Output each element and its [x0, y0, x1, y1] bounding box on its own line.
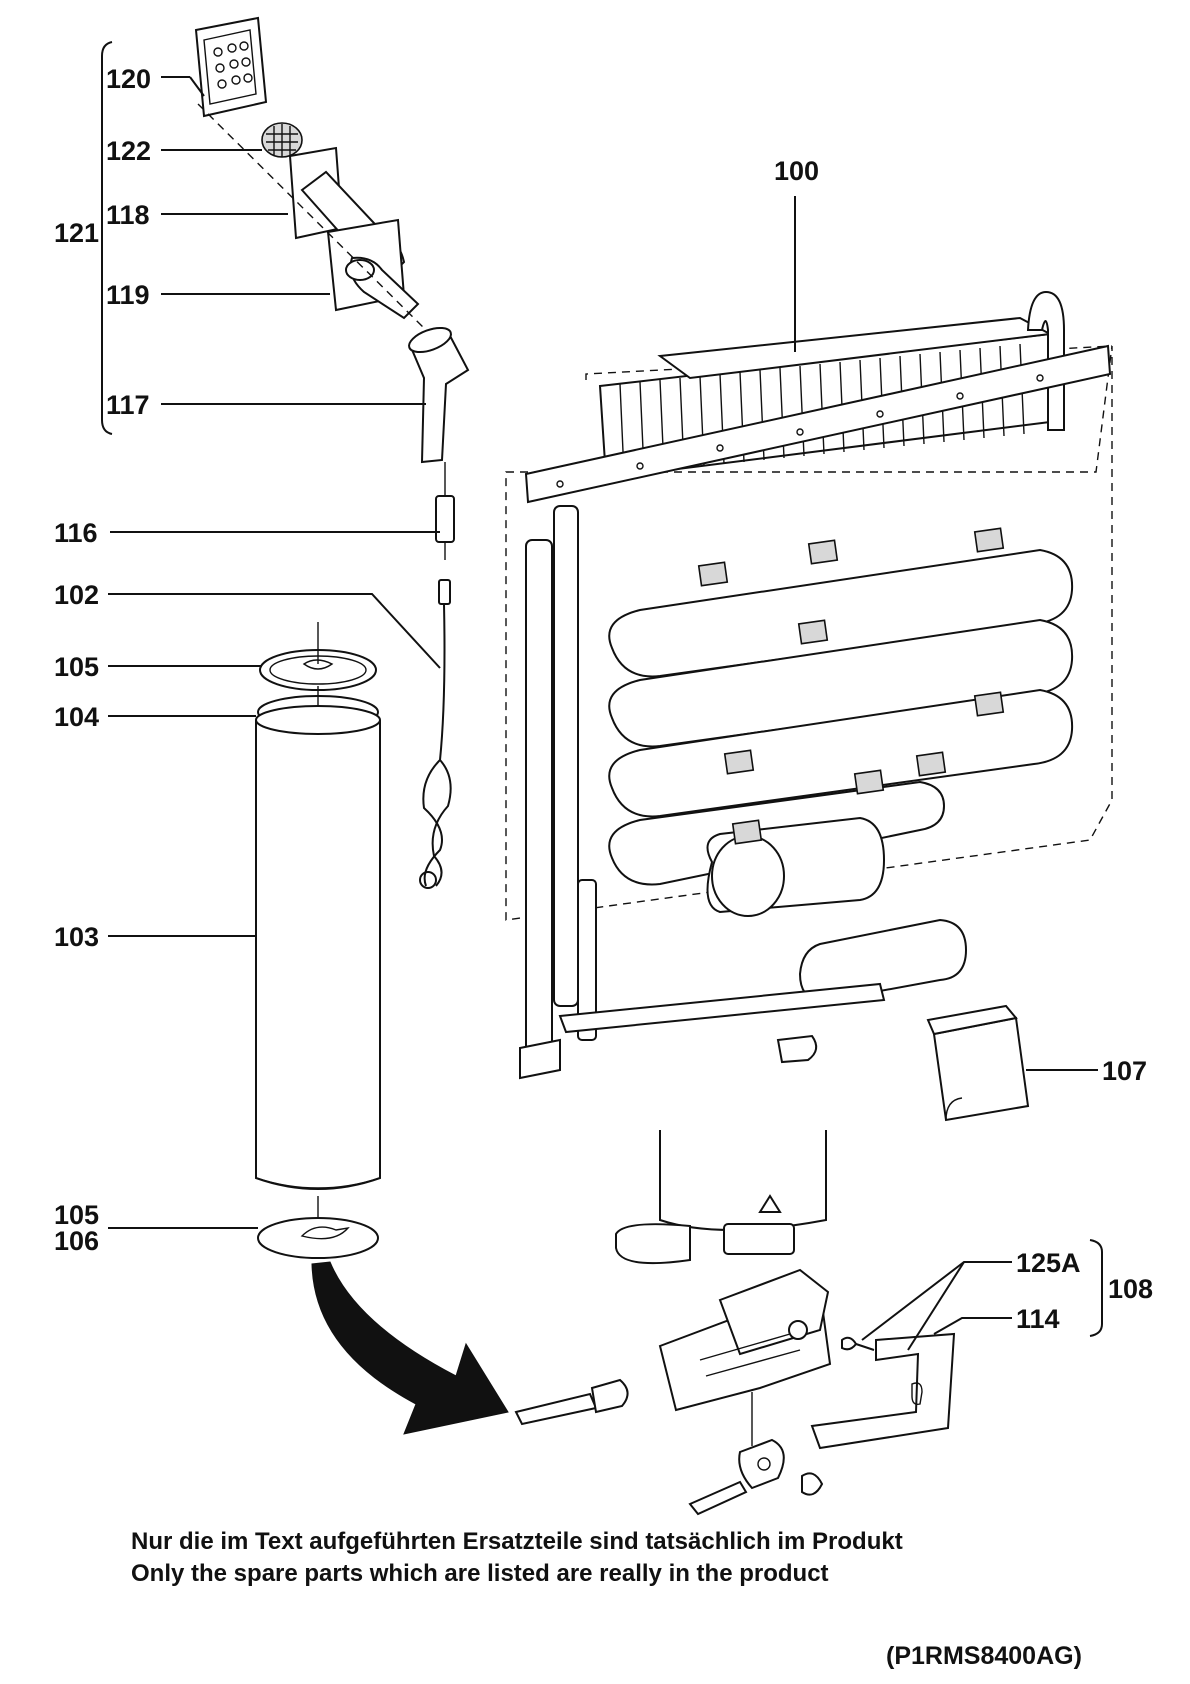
- part-102-wire: [419, 579, 452, 889]
- part-116-sleeve: [435, 495, 455, 543]
- bracket-121: [101, 41, 113, 435]
- drawing-code: (P1RMS8400AG): [886, 1642, 1082, 1670]
- label-108: 108: [1108, 1274, 1153, 1304]
- label-121: 121: [54, 218, 99, 248]
- leader-lines: [108, 76, 1098, 1351]
- label-120: 120: [106, 64, 151, 94]
- note-english: Only the spare parts which are listed ar…: [131, 1560, 829, 1587]
- part-103-cylinder: [255, 705, 381, 1190]
- part-122-mesh: [261, 122, 303, 158]
- label-103: 103: [54, 922, 99, 952]
- label-117: 117: [106, 390, 150, 420]
- label-105-bottom: 105: [54, 1200, 99, 1230]
- part-105-106-bottom-plate: [257, 1196, 379, 1259]
- label-102: 102: [54, 580, 99, 610]
- large-arrow-icon: [311, 1261, 509, 1435]
- label-122: 122: [106, 136, 151, 166]
- label-105-top: 105: [54, 652, 99, 682]
- part-117-elbow-tube: [408, 326, 470, 464]
- label-107: 107: [1102, 1056, 1147, 1086]
- bracket-108: [1089, 1239, 1103, 1337]
- label-100: 100: [774, 156, 819, 186]
- part-107-cover: [926, 1004, 1030, 1122]
- label-116: 116: [54, 518, 98, 548]
- part-105-top-plate: [259, 622, 377, 691]
- part-108-burner-assembly: [514, 1130, 956, 1516]
- label-119: 119: [106, 280, 150, 310]
- label-106: 106: [54, 1226, 99, 1256]
- label-118: 118: [106, 200, 150, 230]
- alignment-line: [197, 103, 427, 331]
- part-100-cooling-unit: [505, 290, 1113, 1080]
- label-114: 114: [1016, 1304, 1060, 1334]
- label-125a: 125A: [1016, 1248, 1081, 1278]
- note-german: Nur die im Text aufgeführten Ersatzteile…: [131, 1528, 903, 1555]
- part-118-119-flue-tube: [288, 146, 420, 320]
- label-104: 104: [54, 702, 99, 732]
- part-120-flue-cap: [194, 16, 268, 118]
